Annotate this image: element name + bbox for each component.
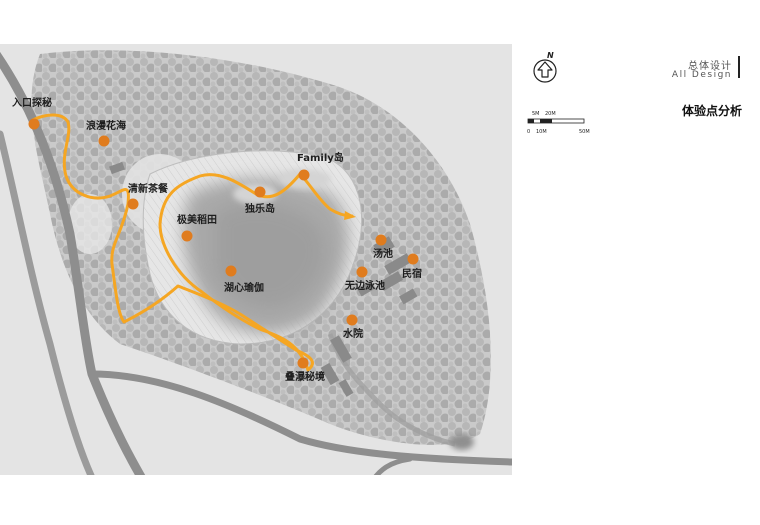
poi-marker-极美稻田 <box>181 230 193 242</box>
poi-marker-无边泳池 <box>356 266 368 278</box>
poi-label-flower-sea: 浪漫花海 <box>86 121 126 132</box>
poi-marker-叠瀑秘境 <box>297 357 309 369</box>
poi-label-lake-yoga: 湖心瑜伽 <box>224 283 264 294</box>
scale-label-50m: 50M <box>579 129 590 135</box>
poi-label-infinity-pool: 无边泳池 <box>345 281 385 292</box>
visitor-route <box>31 113 354 372</box>
scale-label-5m: 5M <box>532 111 540 117</box>
poi-marker-入口探秘 <box>28 118 40 130</box>
poi-label-hot-spring: 汤池 <box>373 249 393 260</box>
poi-marker-水院 <box>346 314 358 326</box>
poi-label-solitary-island: 独乐岛 <box>245 204 275 215</box>
north-arrow-icon: N <box>530 50 560 88</box>
poi-marker-清新茶餐 <box>127 198 139 210</box>
poi-marker-family岛 <box>298 169 310 181</box>
poi-marker-湖心瑜伽 <box>225 265 237 277</box>
header-divider <box>738 56 740 78</box>
poi-label-family-island: Family岛 <box>297 153 344 164</box>
scale-label-10m: 10M <box>536 129 547 135</box>
poi-label-entrance: 入口探秘 <box>12 98 52 109</box>
poi-marker-民宿 <box>407 253 419 265</box>
site-plan-map: 入口探秘 浪漫花海 清新茶餐 极美稻田 独乐岛 Family岛 湖心瑜伽 汤池 … <box>0 44 512 475</box>
poi-label-homestay: 民宿 <box>402 269 422 280</box>
poi-label-rice-field: 极美稻田 <box>177 215 217 226</box>
page-title: 体验点分析 <box>681 104 742 118</box>
scale-label-0: 0 <box>527 129 530 135</box>
poi-label-water-courtyard: 水院 <box>343 329 363 340</box>
section-title-cn: 总体设计 <box>688 61 732 72</box>
buildings <box>109 161 418 397</box>
poi-marker-汤池 <box>375 234 387 246</box>
north-label: N <box>547 51 554 60</box>
poi-marker-浪漫花海 <box>98 135 110 147</box>
poi-label-tea-dining: 清新茶餐 <box>128 184 168 195</box>
poi-label-cascade: 叠瀑秘境 <box>285 372 325 383</box>
poi-marker-独乐岛 <box>254 186 266 198</box>
section-title-en: All Design <box>671 70 732 80</box>
poi-markers <box>28 118 419 369</box>
site-plan-graphic <box>0 44 512 475</box>
scale-label-20m: 20M <box>545 111 556 117</box>
scale-bar: 5M 20M 0 10M 50M <box>524 108 604 140</box>
